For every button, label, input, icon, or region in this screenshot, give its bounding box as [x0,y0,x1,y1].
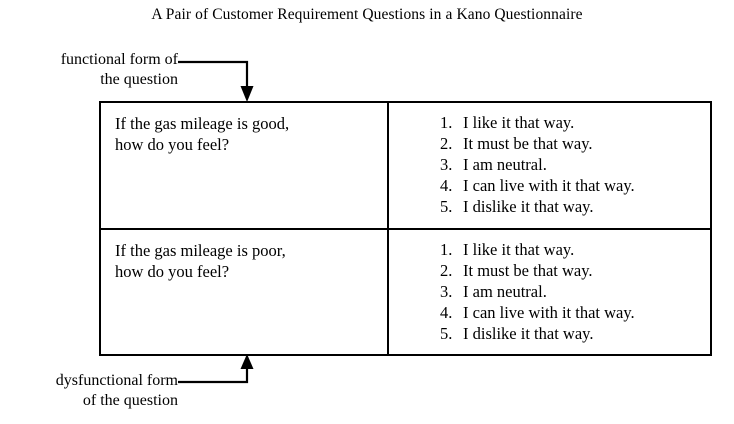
kano-question-table: If the gas mileage is good, how do you f… [99,101,712,356]
functional-form-label: functional form of the question [0,50,178,90]
answer-option[interactable]: 2. It must be that way. [389,260,710,281]
answer-list: 1. I like it that way. 2. It must be that … [389,112,710,217]
answer-number: 4. [440,176,453,195]
functional-form-label-line-2: the question [100,71,178,88]
table-row: If the gas mileage is good, how do you f… [101,103,710,228]
answer-number: 3. [440,282,453,301]
dysfunctional-form-label: dysfunctional form of the question [0,371,178,411]
answer-label: I like it that way. [463,113,575,132]
answer-option[interactable]: 5. I dislike it that way. [389,196,710,217]
answer-number: 5. [440,197,453,216]
answer-list: 1. I like it that way. 2. It must be that … [389,239,710,344]
answer-option[interactable]: 2. It must be that way. [389,133,710,154]
answer-cell-functional: 1. I like it that way. 2. It must be that … [387,103,710,228]
answer-option[interactable]: 4. I can live with it that way. [389,302,710,323]
page-title: A Pair of Customer Requirement Questions… [151,6,583,23]
functional-form-label-line-1: functional form of [60,51,178,68]
dysfunctional-form-label-line-2: of the question [82,392,178,409]
answer-option[interactable]: 1. I like it that way. [389,112,710,133]
question-cell-functional: If the gas mileage is good, how do you f… [101,103,387,228]
answer-label: I am neutral. [463,155,547,174]
functional-connector-arrow [170,58,270,104]
answer-label: I am neutral. [463,282,547,301]
question-text: If the gas mileage is good, how do you f… [115,113,387,155]
answer-label: I can live with it that way. [463,176,635,195]
answer-option[interactable]: 5. I dislike it that way. [389,323,710,344]
answer-option[interactable]: 1. I like it that way. [389,239,710,260]
answer-label: I like it that way. [463,240,575,259]
answer-option[interactable]: 4. I can live with it that way. [389,175,710,196]
question-cell-dysfunctional: If the gas mileage is poor, how do you f… [101,230,387,354]
answer-option[interactable]: 3. I am neutral. [389,154,710,175]
functional-arrow-icon [178,60,254,102]
table-row: If the gas mileage is poor, how do you f… [101,228,710,354]
question-line-1: If the gas mileage is poor, [115,241,286,260]
answer-label: It must be that way. [463,134,593,153]
dysfunctional-connector-arrow [170,352,270,390]
question-line-1: If the gas mileage is good, [115,114,290,133]
answer-label: I dislike it that way. [463,324,594,343]
question-text: If the gas mileage is poor, how do you f… [115,240,387,282]
answer-cell-dysfunctional: 1. I like it that way. 2. It must be that … [387,230,710,354]
answer-number: 4. [440,303,453,322]
answer-number: 1. [440,240,453,259]
dysfunctional-arrow-icon [178,354,254,384]
answer-label: I can live with it that way. [463,303,635,322]
answer-number: 5. [440,324,453,343]
answer-label: I dislike it that way. [463,197,594,216]
answer-label: It must be that way. [463,261,593,280]
question-line-2: how do you feel? [115,135,230,154]
answer-number: 2. [440,134,453,153]
answer-number: 1. [440,113,453,132]
question-line-2: how do you feel? [115,262,230,281]
answer-option[interactable]: 3. I am neutral. [389,281,710,302]
answer-number: 3. [440,155,453,174]
dysfunctional-form-label-line-1: dysfunctional form [55,372,178,389]
answer-number: 2. [440,261,453,280]
